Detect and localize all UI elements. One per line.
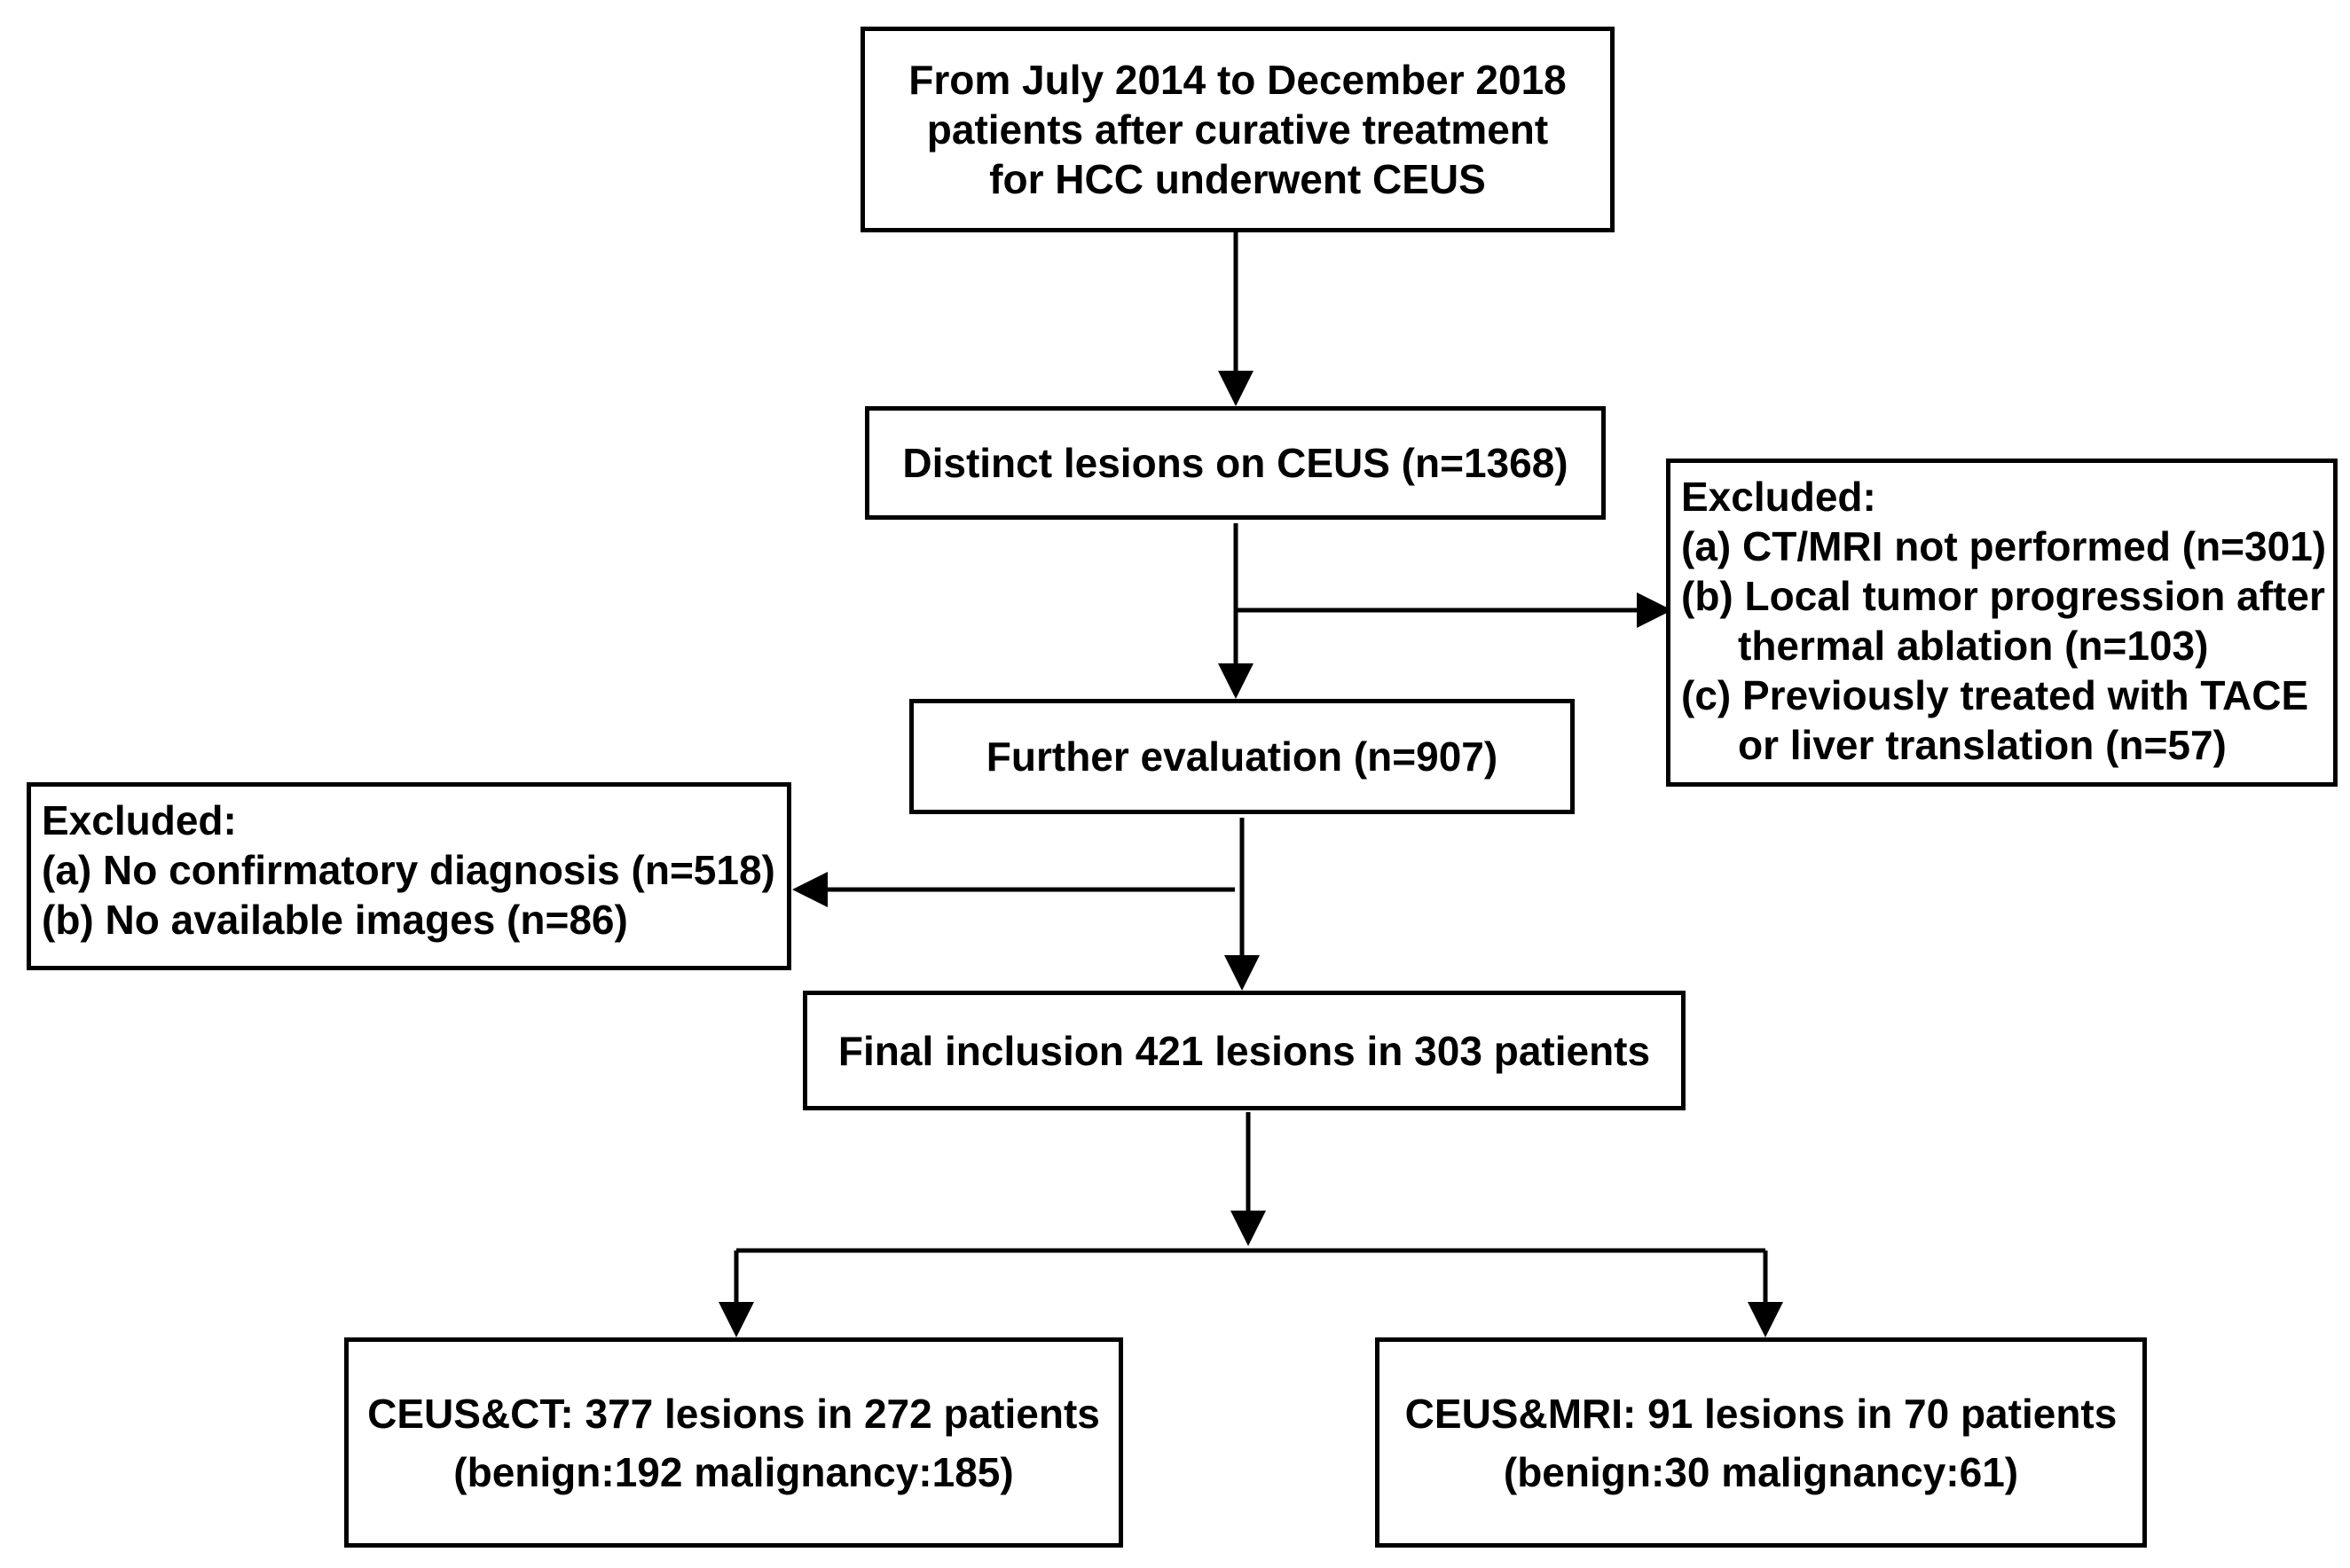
start-box: From July 2014 to December 2018 patients… — [861, 27, 1615, 232]
ct-cohort-line: CEUS&CT: 377 lesions in 272 patients — [367, 1390, 1100, 1437]
exclusion-title: Excluded: — [42, 797, 237, 843]
mri-cohort-box: CEUS&MRI: 91 lesions in 70 patients (ben… — [1375, 1337, 2147, 1548]
mri-cohort-line: CEUS&MRI: 91 lesions in 70 patients — [1404, 1390, 2118, 1437]
exclusion-item: (b) Local tumor progression after — [1681, 573, 2325, 619]
mri-cohort-line: (benign:30 malignancy:61) — [1503, 1448, 2019, 1495]
exclusion-item: (b) No available images (n=86) — [42, 897, 628, 943]
ct-cohort-line: (benign:192 malignancy:185) — [453, 1448, 1014, 1495]
exclusion-box-1: Excluded: (a) CT/MRI not performed (n=30… — [1666, 459, 2338, 787]
ct-cohort-box: CEUS&CT: 377 lesions in 272 patients (be… — [344, 1337, 1123, 1548]
evaluation-box: Further evaluation (n=907) — [909, 699, 1575, 814]
exclusion-item: (a) CT/MRI not performed (n=301) — [1681, 523, 2327, 569]
lesions-box-text: Distinct lesions on CEUS (n=1368) — [902, 440, 1568, 486]
exclusion-title: Excluded: — [1681, 474, 1876, 520]
exclusion-item: thermal ablation (n=103) — [1738, 623, 2209, 669]
final-inclusion-box: Final inclusion 421 lesions in 303 patie… — [803, 991, 1686, 1110]
exclusion-box-2: Excluded: (a) No confirmatory diagnosis … — [27, 782, 791, 970]
lesions-box: Distinct lesions on CEUS (n=1368) — [865, 406, 1606, 520]
evaluation-box-text: Further evaluation (n=907) — [986, 733, 1498, 780]
exclusion-item: (a) No confirmatory diagnosis (n=518) — [42, 847, 775, 893]
start-box-line: patients after curative treatment — [926, 106, 1549, 153]
final-inclusion-text: Final inclusion 421 lesions in 303 patie… — [837, 1027, 1651, 1074]
exclusion-item: (c) Previously treated with TACE — [1681, 672, 2309, 718]
start-box-line: for HCC underwent CEUS — [989, 156, 1486, 202]
start-box-line: From July 2014 to December 2018 — [908, 57, 1567, 103]
exclusion-item: or liver translation (n=57) — [1738, 722, 2227, 768]
